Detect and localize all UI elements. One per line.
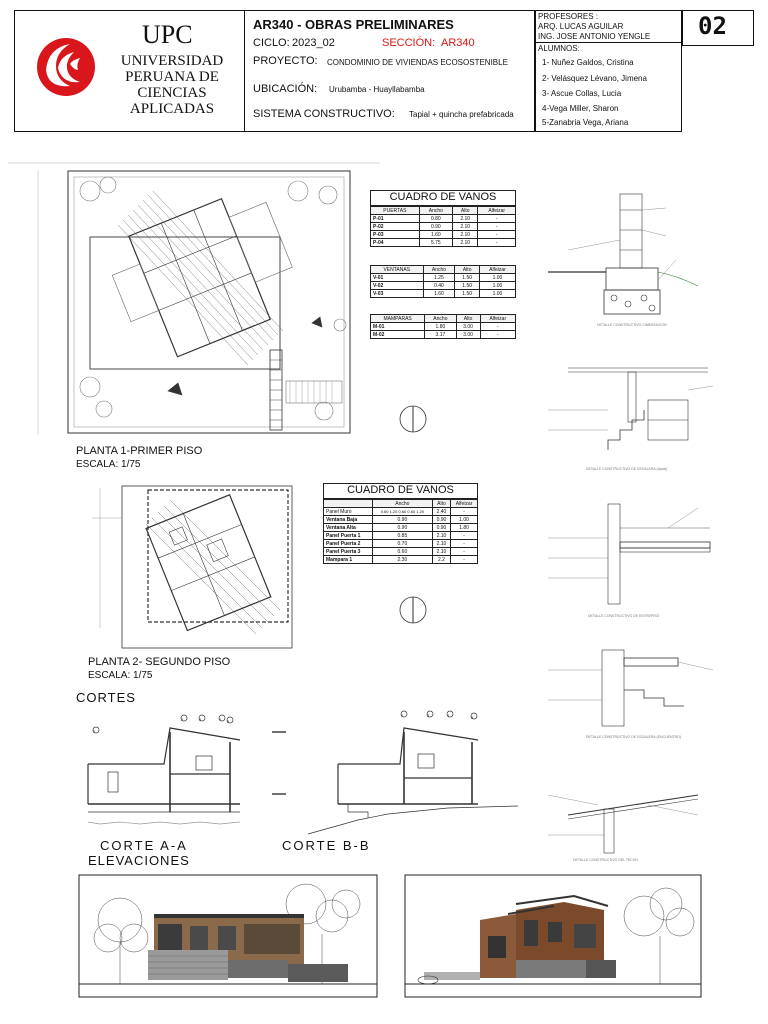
axis-label-a1: 1	[93, 729, 96, 734]
vanos-table-1-title: CUADRO DE VANOS	[370, 190, 516, 206]
system-value: Tapial + quincha prefabricada	[409, 110, 514, 119]
elevations-title: ELEVACIONES	[88, 853, 190, 868]
professors-divider	[535, 42, 682, 43]
section-value: AR340	[441, 37, 475, 49]
detail-4-caption: DETALLE CONSTRUCTIVO DE ESCALERA (ENCUEN…	[586, 735, 682, 739]
plan2-scale: ESCALA: 1/75	[88, 670, 153, 681]
foundation-detail-drawing	[548, 193, 699, 315]
stair-joint-detail-drawing	[548, 649, 714, 727]
plan1-title: PLANTA 1-PRIMER PISO	[76, 445, 203, 457]
stair-detail-drawing	[548, 367, 714, 450]
plan2-title: PLANTA 2- SEGUNDO PISO	[88, 656, 231, 668]
roof-detail-drawing	[547, 794, 699, 854]
student-1: 1- Nuñez Galdos, Cristina	[542, 58, 634, 67]
cycle-label: CICLO:	[253, 37, 290, 49]
cycle-value: 2023_02	[292, 37, 335, 49]
section-label: SECCIÓN:	[382, 37, 436, 49]
detail-2-caption: DETALLE CONSTRUCTIVO DE ESCALERA (tapial…	[586, 467, 668, 471]
project-label: PROYECTO:	[253, 55, 318, 67]
cut-a-title: CORTE A-A	[100, 838, 188, 853]
system-label: SISTEMA CONSTRUCTIVO:	[253, 108, 395, 120]
location-value: Urubamba - Huayllabamba	[329, 85, 425, 94]
vanos-table-2-title: CUADRO DE VANOS	[323, 483, 478, 499]
section-a-drawing: 1 2 3 4 5	[87, 714, 241, 825]
section-b-drawing: 2 3 4 5	[272, 710, 519, 835]
logo-text: UPC	[142, 20, 193, 49]
cut-b-title: CORTE B-B	[282, 838, 371, 853]
detail-3-caption: DETALLE CONSTRUCTIVO DE ENTREPISO	[588, 614, 660, 618]
axis-label-a2: 2	[181, 717, 184, 722]
axis-label-a3: 3	[199, 717, 202, 722]
detail-1-caption: DETALLE CONSTRUCTIVO CIMENTACIÓN	[597, 323, 667, 327]
university-name: UNIVERSIDAD PERUANA DE CIENCIAS APLICADA…	[120, 53, 224, 117]
second-floor-plan-drawing	[92, 485, 293, 649]
student-2: 2- Velásquez Lévano, Jimena	[542, 74, 647, 83]
plan1-scale: ESCALA: 1/75	[76, 459, 141, 470]
student-3: 3- Ascue Collas, Lucia	[542, 89, 622, 98]
professor-1: ARQ. LUCAS AGUILAR	[538, 22, 624, 31]
axis-label-a4: 4	[219, 717, 222, 722]
mezzanine-detail-drawing	[548, 503, 711, 605]
upc-logo-icon	[37, 38, 95, 96]
location-label: UBICACIÓN:	[253, 83, 318, 95]
student-5: 5-Zanabria Vega, Ariana	[542, 118, 629, 127]
elevation-1-drawing	[78, 874, 378, 998]
team-block	[535, 10, 682, 132]
detail-5-caption: DETALLE CONSTRUCTIVO DEL TECHO	[573, 858, 639, 862]
site-plan-drawing	[8, 162, 380, 435]
sections-title: CORTES	[76, 690, 136, 705]
student-4: 4-Vega Miller, Sharon	[542, 104, 619, 113]
axis-label-b2: 2	[401, 713, 404, 718]
students-label: ALUMNOS:	[538, 44, 580, 53]
sheet-number-box	[682, 10, 754, 46]
axis-label-b3: 3	[427, 713, 430, 718]
sheet-number: 02	[698, 12, 727, 40]
north-arrow-2-icon	[399, 596, 427, 624]
course-title: AR340 - OBRAS PRELIMINARES	[253, 17, 454, 32]
project-value: CONDOMINIO DE VIVIENDAS ECOSOSTENIBLE	[327, 58, 508, 67]
professors-label: PROFESORES :	[538, 12, 599, 21]
north-arrow-1-icon	[399, 405, 427, 433]
axis-label-b4: 4	[447, 713, 450, 718]
axis-label-a5: 5	[227, 719, 230, 724]
axis-label-b5: 5	[471, 715, 474, 720]
elevation-2-drawing	[404, 874, 702, 998]
logo-panel	[14, 10, 245, 132]
professor-2: ING. JOSE ANTONIO YENGLE	[538, 32, 651, 41]
